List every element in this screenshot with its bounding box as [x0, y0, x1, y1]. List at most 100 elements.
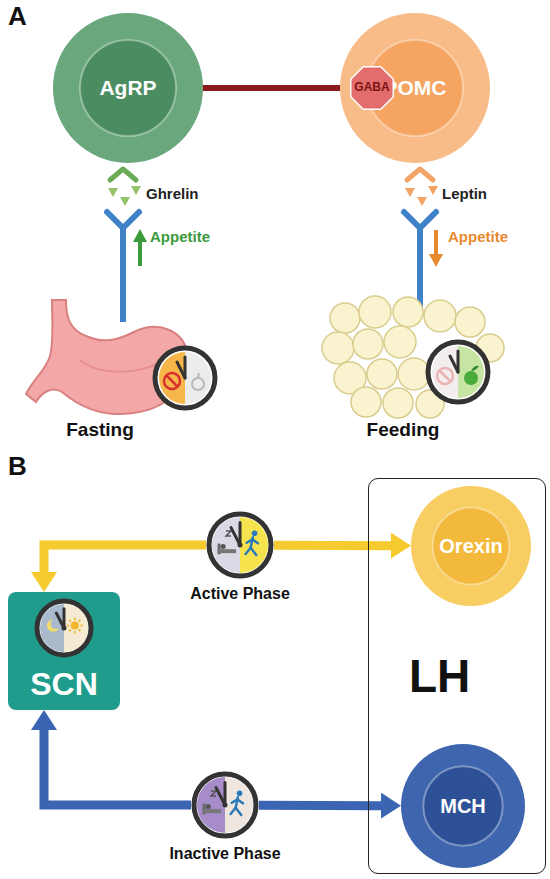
- feeding-clock: [440, 371, 451, 382]
- neuron-circle: Orexin: [411, 486, 531, 606]
- arrow-connector: [274, 541, 391, 551]
- adipose-tissue: [455, 307, 485, 337]
- adipose-tissue: [330, 303, 360, 333]
- adipose-tissue: [384, 326, 416, 358]
- ghrelin-receptor: [108, 188, 118, 197]
- effect-label: Appetite: [448, 229, 508, 246]
- clock-face: [209, 514, 271, 576]
- sun-icon: [79, 630, 81, 632]
- bed-icon: [203, 809, 221, 813]
- fasting-clock: [159, 352, 185, 404]
- sun-icon: [69, 620, 71, 622]
- runner-icon: [237, 790, 243, 796]
- gaba-octagon: GABA: [349, 65, 395, 111]
- leptin-receptor: [428, 186, 438, 195]
- runner-icon: [231, 790, 243, 815]
- feeding-clock: [428, 342, 488, 402]
- sun-icon: [67, 625, 69, 627]
- runner-icon: [246, 548, 257, 555]
- node-label: GABA: [349, 65, 395, 111]
- clock-half: [240, 517, 268, 573]
- node-label: Inactive Phase: [169, 845, 280, 863]
- adipose-tissue: [383, 388, 413, 418]
- fasting-clock: [167, 376, 178, 387]
- clock-hands: [238, 543, 243, 548]
- adipose-tissue: [351, 387, 381, 417]
- panel-letter: B: [8, 452, 27, 481]
- leptin-receptor: [404, 212, 436, 228]
- ghrelin-receptor: [110, 169, 136, 180]
- arrow-connector: [44, 545, 206, 572]
- clock-half: [40, 604, 64, 652]
- clock-half: [64, 604, 88, 652]
- sun-icon: [67, 618, 83, 634]
- appetite-up-arrow: [133, 229, 147, 242]
- clock-half: [197, 777, 225, 833]
- fasting-clock: [164, 373, 180, 389]
- adipose-tissue: [367, 359, 397, 389]
- inhibition-connector: [203, 85, 349, 91]
- bed-icon: [211, 791, 216, 796]
- feeding-clock: [464, 371, 478, 385]
- sun-icon: [71, 622, 79, 630]
- node-label: AgRP: [53, 13, 203, 163]
- adipose-tissue: [393, 297, 423, 327]
- bed-icon: [218, 549, 236, 553]
- node-outline: [191, 771, 259, 839]
- clock-face: [37, 601, 91, 655]
- adipose-tissue: [322, 332, 354, 364]
- adipose-tissue: [424, 300, 456, 332]
- sun-icon: [80, 625, 82, 627]
- leptin-receptor: [417, 197, 427, 206]
- clock-hands: [223, 803, 228, 808]
- leptin-receptor: [404, 169, 438, 312]
- clock-hands: [231, 528, 240, 545]
- bed-icon: [206, 804, 211, 809]
- phase-clock: Inactive Phase: [191, 771, 259, 839]
- sun-icon: [74, 618, 76, 620]
- ghrelin-receptor: [120, 228, 126, 322]
- runner-icon: [247, 539, 258, 543]
- adipose-tissue: [398, 358, 430, 390]
- sun-icon: [69, 630, 71, 632]
- feeding-clock: [450, 356, 458, 372]
- state-label: Feeding: [338, 420, 468, 441]
- appetite-up-arrow: [133, 229, 147, 266]
- clock-hands: [56, 613, 64, 628]
- outer-ring: [340, 13, 490, 163]
- appetite-down-arrow: [429, 230, 443, 267]
- fasting-clock: [192, 378, 204, 390]
- fasting-clock: [177, 362, 185, 378]
- adipose-tissue: [359, 296, 391, 328]
- arrow-connector: [44, 730, 191, 805]
- bed-icon: [221, 544, 226, 549]
- nucleus-box: SCN: [8, 592, 120, 710]
- outer-ring: [53, 13, 203, 163]
- feeding-clock: [471, 366, 479, 371]
- clock-face: [194, 774, 256, 836]
- leptin-receptor: [407, 169, 433, 180]
- outer-ring: [401, 744, 525, 868]
- fasting-clock: [185, 352, 211, 404]
- runner-icon: [232, 799, 243, 803]
- ghrelin-receptor: [107, 169, 141, 322]
- node-label: MCH: [401, 744, 525, 868]
- arrow-connector: [259, 801, 381, 811]
- clock-hands: [231, 523, 242, 548]
- outer-ring: [411, 486, 531, 606]
- leptin-receptor: [417, 228, 423, 312]
- fasting-clock: [155, 348, 215, 408]
- node-label: LH: [409, 651, 470, 702]
- sun-icon: [74, 631, 76, 633]
- appetite-down-arrow: [434, 230, 438, 256]
- clock-hands: [62, 626, 67, 631]
- neuron-circle: AgRP: [53, 13, 203, 163]
- effect-label: Appetite: [150, 229, 210, 246]
- fasting-clock: [198, 373, 199, 378]
- node-label: SCN: [8, 667, 120, 702]
- clock-symbol: [34, 598, 94, 658]
- fasting-clock: [155, 348, 215, 408]
- feeding-clock: [437, 368, 453, 384]
- sun-icon: [79, 620, 81, 622]
- appetite-up-arrow: [138, 240, 142, 266]
